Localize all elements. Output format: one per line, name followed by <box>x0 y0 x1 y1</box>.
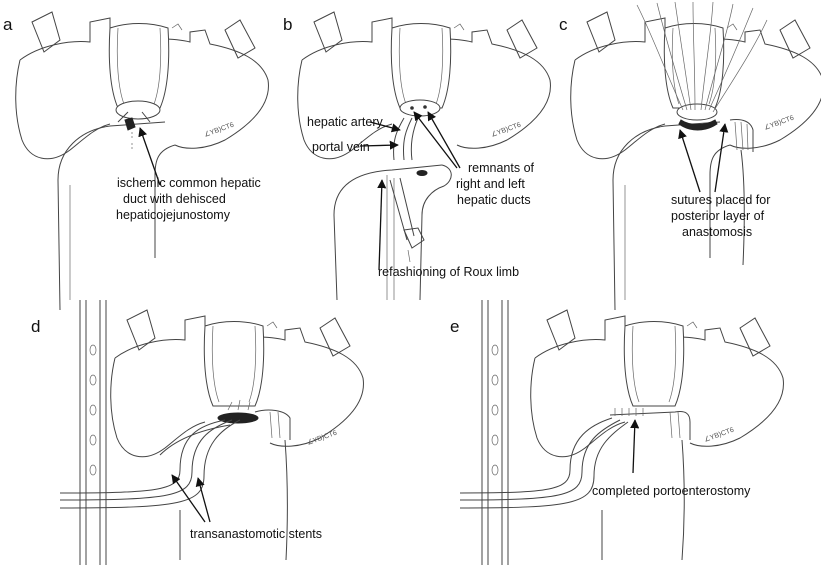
label-b-remnants-1: remnants of <box>468 161 535 175</box>
arrow-sutures-right <box>714 123 729 193</box>
label-c-3: anastomosis <box>682 225 752 239</box>
panel-letter-c: c <box>559 15 568 34</box>
label-b-remnants-2: right and left <box>456 177 525 191</box>
panel-letter-a: a <box>3 15 13 34</box>
panel-d: d ∠YB)CT6 transanastomotic stents <box>31 300 364 565</box>
arrow-portal-vein <box>359 140 399 150</box>
arrow-hepatic-artery <box>369 121 401 133</box>
panel-b: b ∠YB)CT6 hepatic artery portal vein rem… <box>283 11 551 301</box>
label-a-1: ischemic common hepatic <box>117 176 261 190</box>
arrow-ischemic-duct <box>138 127 161 186</box>
artist-signature-c: ∠YB)CT6 <box>763 114 795 132</box>
arrow-remnant-left <box>427 111 461 169</box>
liver-outline-e <box>530 309 784 458</box>
hilar-plate-c <box>676 103 718 121</box>
ischemic-duct-a <box>124 117 136 131</box>
arrow-roux-refashioning <box>377 179 387 271</box>
artist-signature-b: ∠YB)CT6 <box>490 121 522 139</box>
label-c-1: sutures placed for <box>671 193 770 207</box>
arrow-portoenterostomy <box>630 419 640 474</box>
label-a-3: hepaticojejunostomy <box>116 208 231 222</box>
liver-outline-a <box>15 11 269 160</box>
label-d-1: transanastomotic stents <box>190 527 322 541</box>
arrow-stent-1 <box>171 474 206 523</box>
liver-outline-c <box>570 11 821 160</box>
label-a-2: duct with dehisced <box>123 192 226 206</box>
label-e-1: completed portoenterostomy <box>592 484 751 498</box>
arrow-stent-2 <box>195 477 211 523</box>
panel-letter-d: d <box>31 317 40 336</box>
label-b-portal-vein: portal vein <box>312 140 370 154</box>
panel-a: a ∠YB)CT6 ischemic common hepatic duct w… <box>3 11 269 311</box>
label-c-2: posterior layer of <box>671 209 765 223</box>
anastomosis-d <box>217 412 259 424</box>
hilar-plate-a <box>115 100 161 120</box>
label-b-roux: refashioning of Roux limb <box>378 265 519 279</box>
panel-letter-e: e <box>450 317 459 336</box>
portoenterostomy-e <box>609 411 691 440</box>
artist-signature-e: ∠YB)CT6 <box>703 426 735 444</box>
label-b-remnants-3: hepatic ducts <box>457 193 531 207</box>
arrow-remnant-right <box>413 111 458 169</box>
liver-outline-b <box>297 11 551 160</box>
arrow-sutures-left <box>678 129 701 193</box>
panel-letter-b: b <box>283 15 292 34</box>
label-b-hepatic-artery: hepatic artery <box>307 115 383 129</box>
posterior-sutures-c <box>678 119 718 131</box>
panel-e: e ∠YB)CT6 completed portoenterostomy <box>450 300 784 565</box>
panel-c: c ∠YB)CT6 sutures placed for posterior l… <box>559 1 821 311</box>
artist-signature-d: ∠YB)CT6 <box>306 429 338 447</box>
hilar-plate-b <box>399 99 441 117</box>
